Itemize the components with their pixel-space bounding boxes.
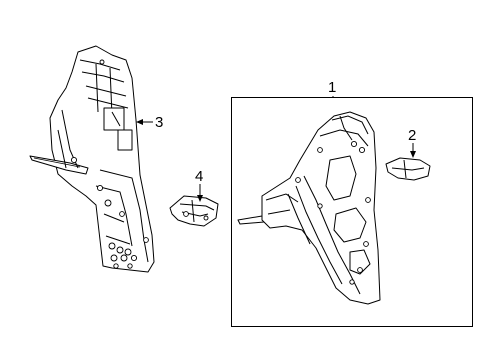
callout-label-4: 4: [195, 168, 203, 185]
leader-lines: [136, 96, 416, 202]
part-1-group-frame: [231, 97, 473, 327]
callout-label-3: 3: [155, 114, 163, 131]
part-4-drawing: [169, 195, 219, 227]
callout-label-1: 1: [328, 79, 336, 96]
part-3-drawing: [29, 45, 155, 273]
part-1-drawing: [237, 111, 381, 305]
callout-label-2: 2: [408, 127, 416, 144]
part-2-drawing: [385, 157, 431, 181]
